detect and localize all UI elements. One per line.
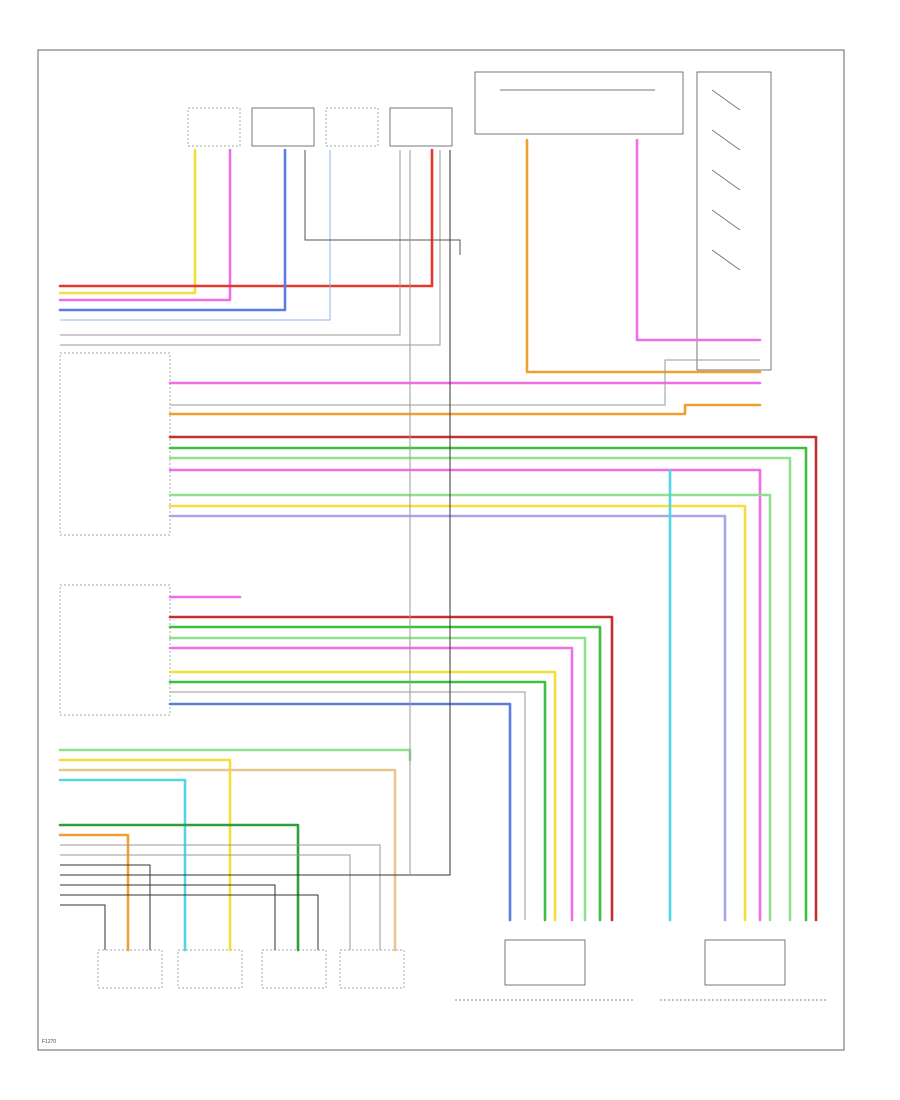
outside-mirrors (455, 939, 828, 1001)
driver-seat-horizontal-sensor (389, 107, 453, 147)
driver-seat-recline-motor (187, 107, 241, 147)
footer-code: F1270 (42, 1039, 56, 1045)
memory-mirror-switch (696, 71, 772, 371)
front-tilt-motor (177, 949, 243, 989)
modules (59, 352, 171, 716)
driver-seat-module (59, 352, 171, 536)
switch-assemblies (474, 71, 772, 371)
passenger-mirror-connector (504, 939, 586, 986)
rear-vertical-motor (339, 949, 405, 989)
front-tilt-sensor (97, 949, 163, 989)
driver-seat-vertical-motor (325, 107, 379, 147)
diagram-frame (37, 49, 845, 1051)
top-components (187, 107, 453, 147)
bottom-components (97, 949, 405, 989)
seat-position-switch (474, 71, 684, 135)
rear-vertical-sensor (261, 949, 327, 989)
driver-mirror-connector (704, 939, 786, 986)
passenger-seat-module (59, 584, 171, 716)
driver-seat-position-sensor (251, 107, 315, 147)
wires (58, 138, 818, 952)
